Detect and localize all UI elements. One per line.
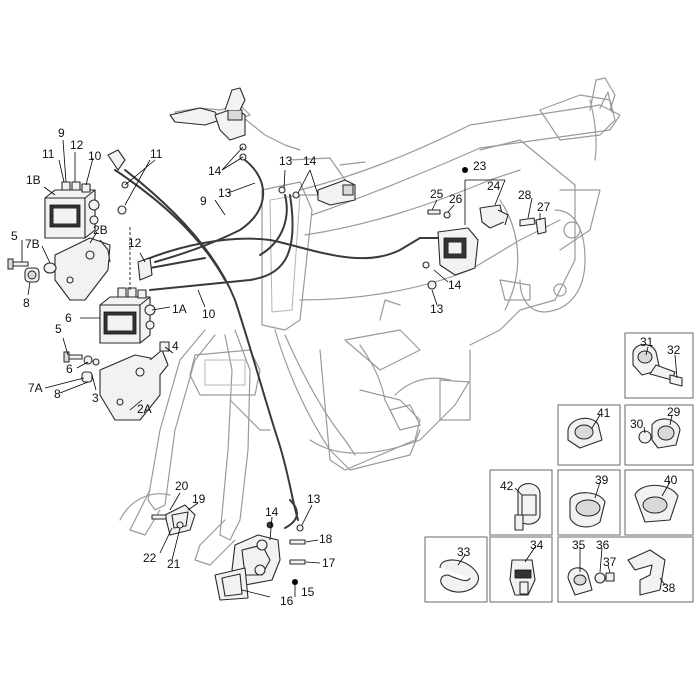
callout-13a: 13 xyxy=(218,186,232,200)
callout-8: 8 xyxy=(23,296,30,310)
callout-10: 10 xyxy=(88,149,102,163)
callout-38: 38 xyxy=(662,581,676,595)
front-brake-caliper xyxy=(214,521,306,601)
callout-7b: 7B xyxy=(25,237,40,251)
rear-brake-master-cylinder xyxy=(278,179,356,206)
leader-lines xyxy=(21,139,678,598)
callout-42: 42 xyxy=(500,479,514,493)
bracket-2b xyxy=(54,237,111,301)
fasteners-upper-left xyxy=(7,258,57,283)
callout-2a: 2A xyxy=(137,402,152,416)
callout-14a: 14 xyxy=(208,164,222,178)
callout-6b: 6 xyxy=(66,362,73,376)
callout-40: 40 xyxy=(664,473,678,487)
callout-23: 23 xyxy=(473,159,487,173)
callout-8b: 8 xyxy=(54,387,61,401)
callout-16: 16 xyxy=(280,594,294,608)
callout-12: 12 xyxy=(70,138,84,152)
callout-41: 41 xyxy=(597,406,611,420)
bracket-2a xyxy=(99,349,169,421)
callout-39: 39 xyxy=(595,473,609,487)
callout-18: 18 xyxy=(319,532,333,546)
callout-27: 27 xyxy=(537,200,551,214)
callout-1b: 1B xyxy=(26,173,41,187)
group-marker-23 xyxy=(462,167,468,173)
callout-34: 34 xyxy=(530,538,544,552)
callout-3: 3 xyxy=(92,391,99,405)
callout-35: 35 xyxy=(572,538,586,552)
callout-13d: 13 xyxy=(307,492,321,506)
callout-7a: 7A xyxy=(28,381,43,395)
callout-37: 37 xyxy=(603,555,617,569)
front-brake-master-cylinder xyxy=(169,87,247,161)
callout-labels: 1B 9 12 11 10 5 7B 8 2B 11 14 13 9 13 14… xyxy=(11,126,681,608)
callout-10b: 10 xyxy=(202,307,216,321)
abs-unit-1b xyxy=(44,181,100,239)
callout-17: 17 xyxy=(322,556,336,570)
callout-12b: 12 xyxy=(128,236,142,250)
rear-brake-caliper xyxy=(422,204,547,290)
callout-36: 36 xyxy=(596,538,610,552)
callout-2b: 2B xyxy=(93,223,108,237)
brake-hoses xyxy=(114,159,441,529)
callout-6: 6 xyxy=(65,311,72,325)
callout-9b: 9 xyxy=(200,194,207,208)
callout-9: 9 xyxy=(58,126,65,140)
callout-15: 15 xyxy=(301,585,315,599)
abs-unit-1a xyxy=(99,287,156,344)
detail-box-40 xyxy=(624,469,694,536)
wheel-speed-sensor xyxy=(151,504,196,536)
fasteners-lower-left xyxy=(63,341,170,383)
callout-28: 28 xyxy=(518,188,532,202)
clip-detail-boxes xyxy=(424,332,694,603)
callout-25: 25 xyxy=(430,187,444,201)
callout-20: 20 xyxy=(175,479,189,493)
callout-5b: 5 xyxy=(55,322,62,336)
callout-5: 5 xyxy=(11,229,18,243)
group-marker-16 xyxy=(292,579,298,585)
callout-32: 32 xyxy=(667,343,681,357)
callout-13b: 13 xyxy=(279,154,293,168)
callout-24: 24 xyxy=(487,179,501,193)
callout-14b: 14 xyxy=(303,154,317,168)
callout-14d: 14 xyxy=(265,505,279,519)
callout-30: 30 xyxy=(630,417,644,431)
callout-4: 4 xyxy=(172,339,179,353)
hose-fittings xyxy=(107,149,153,281)
callout-13c: 13 xyxy=(430,302,444,316)
callout-33: 33 xyxy=(457,545,471,559)
callout-26: 26 xyxy=(449,192,463,206)
callout-1a: 1A xyxy=(172,302,187,316)
callout-22: 22 xyxy=(143,551,157,565)
callout-31: 31 xyxy=(640,335,654,349)
callout-19: 19 xyxy=(192,492,206,506)
callout-29: 29 xyxy=(667,405,681,419)
callout-11b: 11 xyxy=(150,147,163,161)
callout-11: 11 xyxy=(42,147,55,161)
callout-14c: 14 xyxy=(448,278,462,292)
callout-21: 21 xyxy=(167,557,181,571)
